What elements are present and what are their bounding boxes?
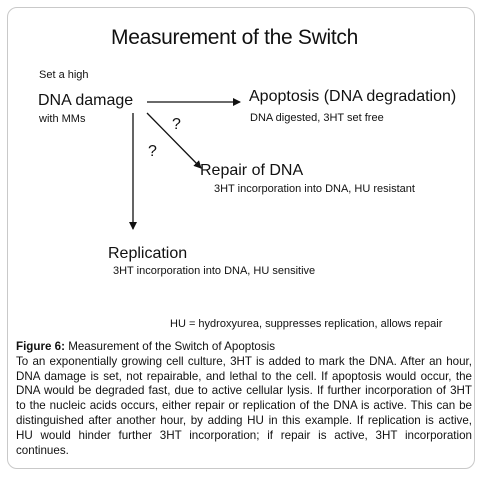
question-mark-2: ? — [148, 143, 157, 160]
repair-note: 3HT incorporation into DNA, HU resistant — [214, 183, 415, 195]
diagram-title: Measurement of the Switch — [111, 26, 358, 49]
replication-label: Replication — [108, 245, 188, 262]
caption-title: Measurement of the Switch of Apoptosis — [64, 340, 276, 353]
caption-label: Figure 6: — [16, 340, 65, 353]
repair-label: Repair of DNA — [200, 162, 304, 179]
arrow-to-repair — [146, 112, 202, 169]
figure-frame — [7, 7, 475, 469]
dna-damage-label: DNA damage — [38, 92, 134, 109]
question-mark-1: ? — [172, 116, 181, 133]
apoptosis-note: DNA digested, 3HT set free — [250, 112, 384, 124]
apoptosis-label: Apoptosis (DNA degradation) — [249, 88, 457, 105]
figure-caption: Figure 6: Measurement of the Switch of A… — [16, 340, 472, 458]
hu-note: HU = hydroxyurea, suppresses replication… — [170, 318, 443, 330]
with-mms-label: with MMs — [39, 113, 86, 125]
set-high-label: Set a high — [39, 69, 89, 81]
caption-body: To an exponentially growing cell culture… — [16, 354, 472, 457]
replication-note: 3HT incorporation into DNA, HU sensitive — [113, 265, 316, 277]
